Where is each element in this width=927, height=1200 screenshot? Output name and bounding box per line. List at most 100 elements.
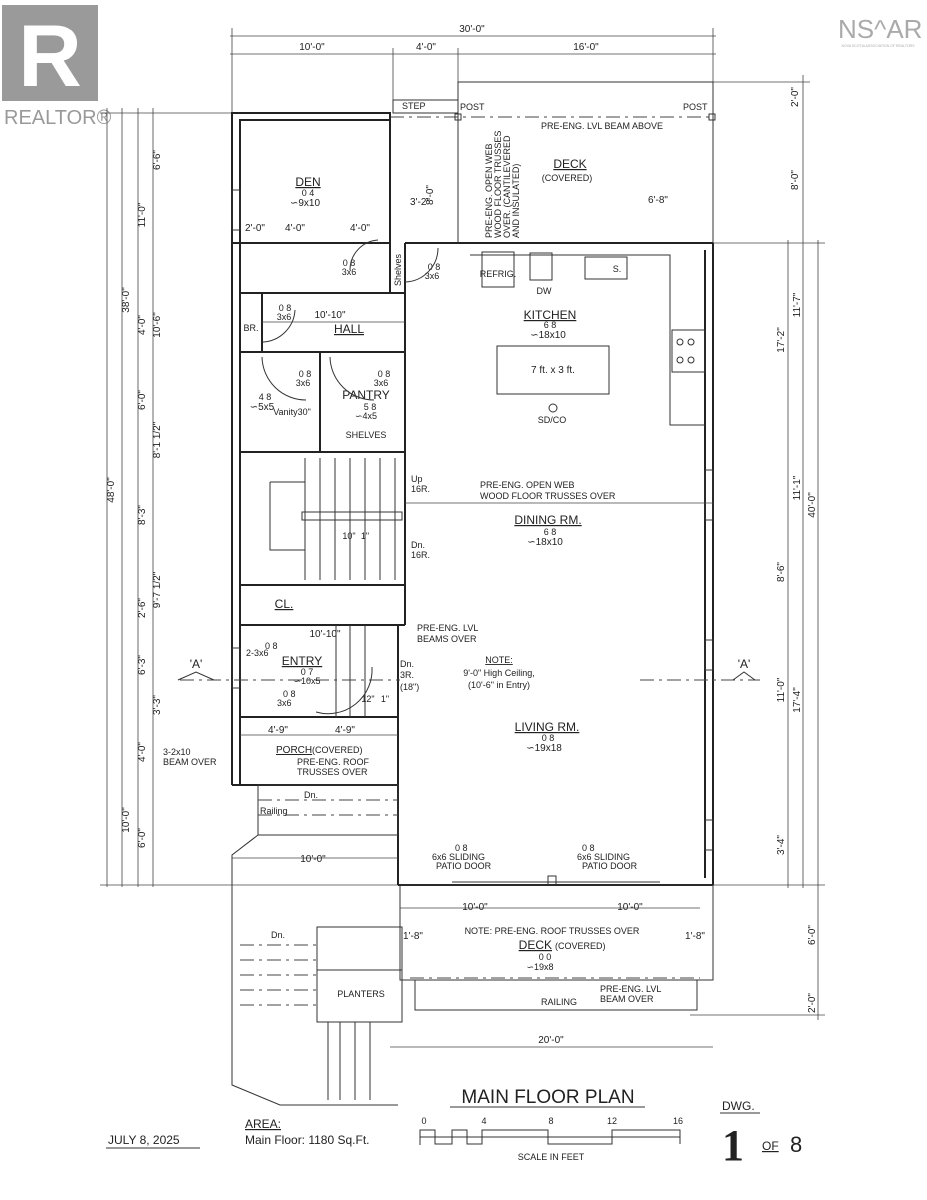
svg-text:5 8: 5 8 bbox=[364, 402, 377, 412]
svg-text:1'-8": 1'-8" bbox=[685, 931, 705, 942]
realtor-logo: R REALTOR® bbox=[2, 5, 112, 129]
svg-text:2'-6": 2'-6" bbox=[137, 598, 148, 618]
svg-text:10": 10" bbox=[342, 531, 355, 541]
top-dimensions: 30'-0" 10'-0" 4'-0" 16'-0" bbox=[230, 24, 716, 113]
svg-text:NS^AR: NS^AR bbox=[838, 14, 922, 44]
svg-text:17'-2": 17'-2" bbox=[776, 327, 787, 353]
svg-text:0 8: 0 8 bbox=[378, 369, 391, 379]
svg-text:∽5x5: ∽5x5 bbox=[250, 402, 275, 413]
door-tags: 0 8 3x6 0 8 3x6 0 8 3x6 0 8 3x6 0 8 3x6 … bbox=[246, 239, 638, 871]
svg-text:Dn.: Dn. bbox=[400, 659, 414, 669]
svg-text:9'-0" High Ceiling,: 9'-0" High Ceiling, bbox=[463, 668, 534, 678]
svg-text:2'-0": 2'-0" bbox=[790, 87, 801, 107]
svg-text:6'-0": 6'-0" bbox=[137, 828, 148, 848]
room-den: DEN bbox=[295, 175, 320, 189]
svg-text:4'-0": 4'-0" bbox=[416, 42, 436, 53]
svg-text:40'-0": 40'-0" bbox=[807, 492, 818, 518]
svg-text:0 8: 0 8 bbox=[428, 262, 441, 272]
svg-text:4'-0": 4'-0" bbox=[137, 742, 148, 762]
svg-text:4'-9": 4'-9" bbox=[335, 725, 355, 736]
svg-text:3'-4": 3'-4" bbox=[776, 835, 787, 855]
svg-text:11'-7": 11'-7" bbox=[792, 292, 803, 317]
svg-text:1": 1" bbox=[361, 531, 369, 541]
svg-text:∽10x5: ∽10x5 bbox=[293, 676, 320, 686]
svg-text:S.: S. bbox=[613, 264, 622, 274]
svg-text:7 ft. x 3 ft.: 7 ft. x 3 ft. bbox=[531, 365, 575, 376]
svg-text:1": 1" bbox=[381, 694, 389, 704]
svg-text:'A': 'A' bbox=[190, 657, 203, 671]
svg-text:3x6: 3x6 bbox=[277, 698, 292, 708]
svg-text:8'-0": 8'-0" bbox=[790, 170, 801, 190]
svg-text:3x6: 3x6 bbox=[425, 271, 440, 281]
svg-text:BEAM OVER: BEAM OVER bbox=[163, 757, 217, 767]
svg-text:POST: POST bbox=[683, 102, 708, 112]
svg-text:10'-10": 10'-10" bbox=[309, 629, 340, 640]
svg-text:BR.: BR. bbox=[243, 323, 258, 333]
svg-text:11'-1": 11'-1" bbox=[792, 475, 803, 500]
svg-text:0 8: 0 8 bbox=[283, 689, 296, 699]
svg-text:0 8: 0 8 bbox=[299, 369, 312, 379]
svg-text:AND INSULATED): AND INSULATED) bbox=[511, 164, 521, 238]
svg-text:0 0: 0 0 bbox=[539, 952, 552, 962]
svg-text:3R.: 3R. bbox=[400, 670, 414, 680]
svg-text:OF: OF bbox=[762, 1139, 779, 1153]
svg-text:17'-4": 17'-4" bbox=[792, 687, 803, 713]
svg-text:20'-0": 20'-0" bbox=[538, 1035, 564, 1046]
svg-text:0 4: 0 4 bbox=[302, 188, 315, 198]
svg-text:8: 8 bbox=[790, 1132, 802, 1157]
svg-text:(COVERED): (COVERED) bbox=[555, 941, 606, 951]
svg-text:6x6 SLIDING: 6x6 SLIDING bbox=[577, 852, 630, 862]
svg-text:3x6: 3x6 bbox=[374, 378, 389, 388]
svg-text:3x6: 3x6 bbox=[342, 267, 357, 277]
svg-text:REFRIG.: REFRIG. bbox=[480, 269, 517, 279]
kitchen-island bbox=[496, 345, 610, 395]
svg-text:Up: Up bbox=[411, 474, 423, 484]
svg-text:38'-0": 38'-0" bbox=[121, 287, 132, 313]
svg-text:8'-1 1/2": 8'-1 1/2" bbox=[152, 421, 163, 458]
svg-text:8'-0": 8'-0" bbox=[425, 185, 436, 205]
svg-text:WOOD FLOOR TRUSSES: WOOD FLOOR TRUSSES bbox=[493, 131, 503, 238]
staircase bbox=[269, 458, 403, 580]
svg-text:30'-0": 30'-0" bbox=[459, 24, 485, 35]
svg-text:6x6 SLIDING: 6x6 SLIDING bbox=[432, 852, 485, 862]
room-porch: PORCH bbox=[276, 745, 312, 756]
svg-text:10'-10": 10'-10" bbox=[314, 310, 345, 321]
svg-text:16R.: 16R. bbox=[411, 550, 430, 560]
svg-text:4'-9": 4'-9" bbox=[268, 725, 288, 736]
svg-text:6'-0": 6'-0" bbox=[137, 390, 148, 410]
svg-text:REALTOR®: REALTOR® bbox=[4, 107, 112, 129]
svg-text:(10'-6" in Entry): (10'-6" in Entry) bbox=[468, 680, 530, 690]
room-kitchen: KITCHEN bbox=[524, 308, 577, 322]
svg-text:'A': 'A' bbox=[738, 657, 751, 671]
svg-text:Dn.: Dn. bbox=[411, 540, 425, 550]
svg-text:PRE-ENG. ROOF: PRE-ENG. ROOF bbox=[297, 757, 370, 767]
svg-text:PATIO DOOR: PATIO DOOR bbox=[582, 861, 638, 871]
svg-text:POST: POST bbox=[460, 102, 485, 112]
svg-text:Main Floor: 1180 Sq.Ft.: Main Floor: 1180 Sq.Ft. bbox=[245, 1133, 370, 1147]
svg-text:6 8: 6 8 bbox=[544, 527, 557, 537]
left-dimensions: 48'-0" 38'-0" 10'-0" 11'-0" 4'-0" 6'-0" … bbox=[100, 108, 400, 887]
walls bbox=[180, 81, 760, 1106]
svg-text:3'-3": 3'-3" bbox=[152, 695, 163, 715]
svg-text:Dn.: Dn. bbox=[271, 930, 285, 940]
svg-text:6'-8": 6'-8" bbox=[648, 195, 668, 206]
svg-text:10'-0": 10'-0" bbox=[299, 42, 325, 53]
room-labels: DEN 0 4 ∽9x10 DECK (COVERED) KITCHEN 6 8… bbox=[243, 157, 621, 999]
svg-text:(18"): (18") bbox=[400, 682, 419, 692]
svg-text:SHELVES: SHELVES bbox=[346, 430, 387, 440]
svg-text:NOTE: PRE-ENG. ROOF TRUSSES OV: NOTE: PRE-ENG. ROOF TRUSSES OVER bbox=[465, 926, 640, 936]
svg-text:0: 0 bbox=[421, 1116, 426, 1126]
svg-text:PRE-ENG. OPEN WEB: PRE-ENG. OPEN WEB bbox=[484, 143, 494, 238]
svg-text:16: 16 bbox=[673, 1116, 683, 1126]
svg-text:0 7: 0 7 bbox=[301, 667, 314, 677]
svg-text:11'-0": 11'-0" bbox=[137, 202, 148, 227]
svg-text:10'-0": 10'-0" bbox=[617, 902, 643, 913]
svg-text:4'-0": 4'-0" bbox=[350, 223, 370, 234]
svg-text:0 8: 0 8 bbox=[582, 843, 595, 853]
svg-text:Dn.: Dn. bbox=[304, 790, 318, 800]
svg-text:PLANTERS: PLANTERS bbox=[337, 989, 385, 999]
svg-text:8: 8 bbox=[548, 1116, 553, 1126]
svg-text:12: 12 bbox=[607, 1116, 617, 1126]
svg-text:2-3x6: 2-3x6 bbox=[246, 648, 269, 658]
